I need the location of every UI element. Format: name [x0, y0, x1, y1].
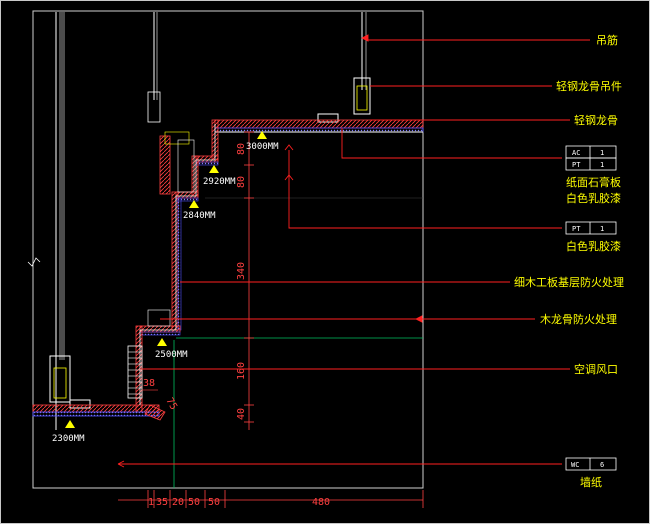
tag-ac-num: 1: [600, 149, 604, 157]
tag-pt1-box: [565, 157, 617, 171]
tag-pt2-num: 1: [600, 225, 604, 233]
tag-wc-code: WC: [571, 461, 579, 469]
left-wall: [55, 12, 158, 430]
dim-h-480: 480: [312, 497, 330, 508]
level-2300: 2300MM: [52, 434, 85, 444]
level-3000: 3000MM: [246, 142, 279, 152]
hanger-rod-right: [317, 12, 371, 123]
leader-lines: [117, 34, 590, 468]
label-wood-keel-fireproof: 木龙骨防火处理: [540, 312, 617, 326]
level-markers: 3000MM 2920MM 2840MM 2500MM 2300MM: [52, 131, 279, 444]
tag-pt2-code: PT: [572, 225, 581, 233]
label-light-steel-keel: 轻钢龙骨: [574, 113, 618, 127]
dim-38: 38: [143, 378, 155, 389]
tag-wc-num: 6: [600, 461, 604, 469]
level-triangle-2840: [189, 200, 199, 208]
dim-75: 75: [163, 396, 179, 412]
dim-80-a: 80: [236, 143, 247, 155]
drawing-border: [32, 10, 424, 489]
tag-pt2-box: [565, 221, 617, 235]
dim-h-50-b: 50: [208, 497, 220, 508]
label-gypsum-board: 纸面石膏板: [566, 175, 621, 189]
dim-340: 340: [236, 262, 247, 280]
annotation-labels: 吊筋 轻钢龙骨吊件 轻钢龙骨 AC 1 PT 1 纸面石膏板 白色乳胶漆 PT …: [514, 33, 624, 489]
stepped-ceiling-profile: [32, 91, 219, 421]
label-plywood-fireproof: 细木工板基层防火处理: [514, 275, 624, 289]
tag-wc-box: [565, 457, 617, 471]
label-light-steel-hanger: 轻钢龙骨吊件: [556, 79, 622, 93]
horizontal-dimension-chain: 1 35 20 50 50 480: [118, 490, 424, 508]
dim-h-35: 35: [156, 497, 168, 508]
tag-pt1-num: 1: [600, 161, 604, 169]
ac-vent-grille: [127, 345, 143, 399]
label-white-latex: 白色乳胶漆: [566, 239, 621, 253]
dim-h-20: 20: [172, 497, 184, 508]
label-wallpaper: 墙纸: [580, 475, 602, 489]
dim-h-1: 1: [148, 497, 154, 508]
dim-160: 160: [236, 362, 247, 380]
guide-lines: [173, 197, 423, 488]
dim-80-b: 80: [236, 176, 247, 188]
label-ac-vent: 空调风口: [574, 362, 618, 376]
tag-pt1-code: PT: [572, 161, 581, 169]
level-triangle-3000: [257, 131, 267, 139]
break-mark: [27, 257, 41, 267]
label-hanger-rod: 吊筋: [596, 33, 618, 47]
level-triangle-2500: [157, 338, 167, 346]
label-gypsum-paint: 白色乳胶漆: [566, 191, 621, 205]
dim-h-50-a: 50: [188, 497, 200, 508]
dim-40: 40: [236, 408, 247, 420]
small-dimensions: 38 75: [142, 378, 179, 412]
level-triangle-2920: [209, 165, 219, 173]
level-triangle-2300: [65, 420, 75, 428]
level-2840: 2840MM: [183, 211, 216, 221]
tag-ac-code: AC: [572, 149, 580, 157]
vertical-dimension-chain: 80 80 340 160 40: [236, 131, 254, 430]
level-2500: 2500MM: [155, 350, 188, 360]
level-2920: 2920MM: [203, 177, 236, 187]
ceiling-3000: [214, 119, 424, 133]
